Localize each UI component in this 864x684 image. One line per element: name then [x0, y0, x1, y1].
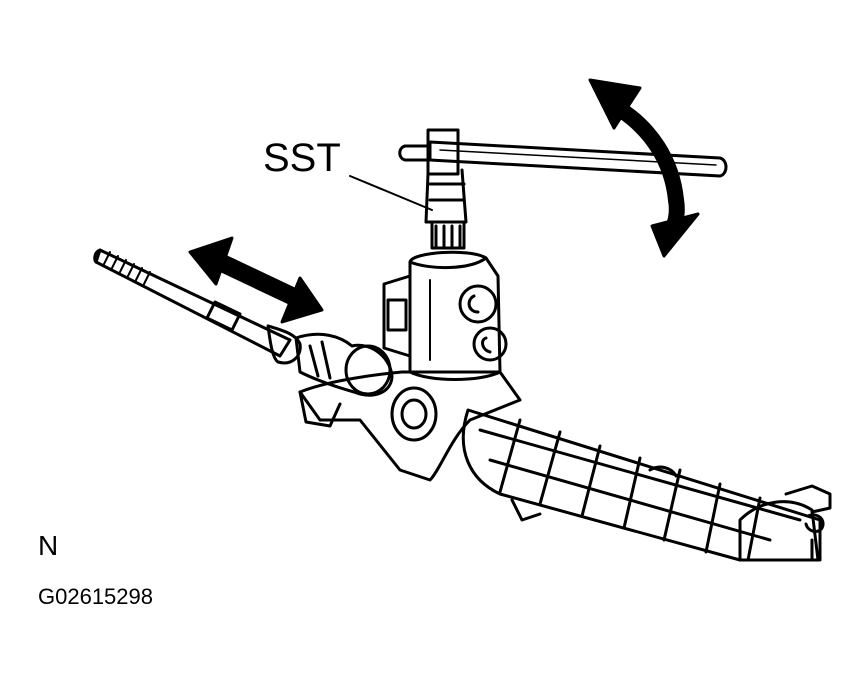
sst-tool — [398, 128, 728, 250]
gear-housing — [298, 370, 522, 482]
rack-tube — [461, 408, 822, 562]
valve-housing — [382, 250, 508, 381]
tie-rod — [93, 248, 302, 365]
mounting-bracket — [738, 484, 832, 562]
push-pull-arrow-icon — [188, 236, 324, 324]
rack-end-boot — [294, 332, 394, 397]
view-letter: N — [38, 530, 59, 561]
sst-label: SST — [263, 136, 341, 180]
rotation-arrow-icon — [588, 78, 700, 258]
figure-code: G02615298 — [38, 584, 153, 609]
sst-leader-line — [349, 175, 433, 211]
